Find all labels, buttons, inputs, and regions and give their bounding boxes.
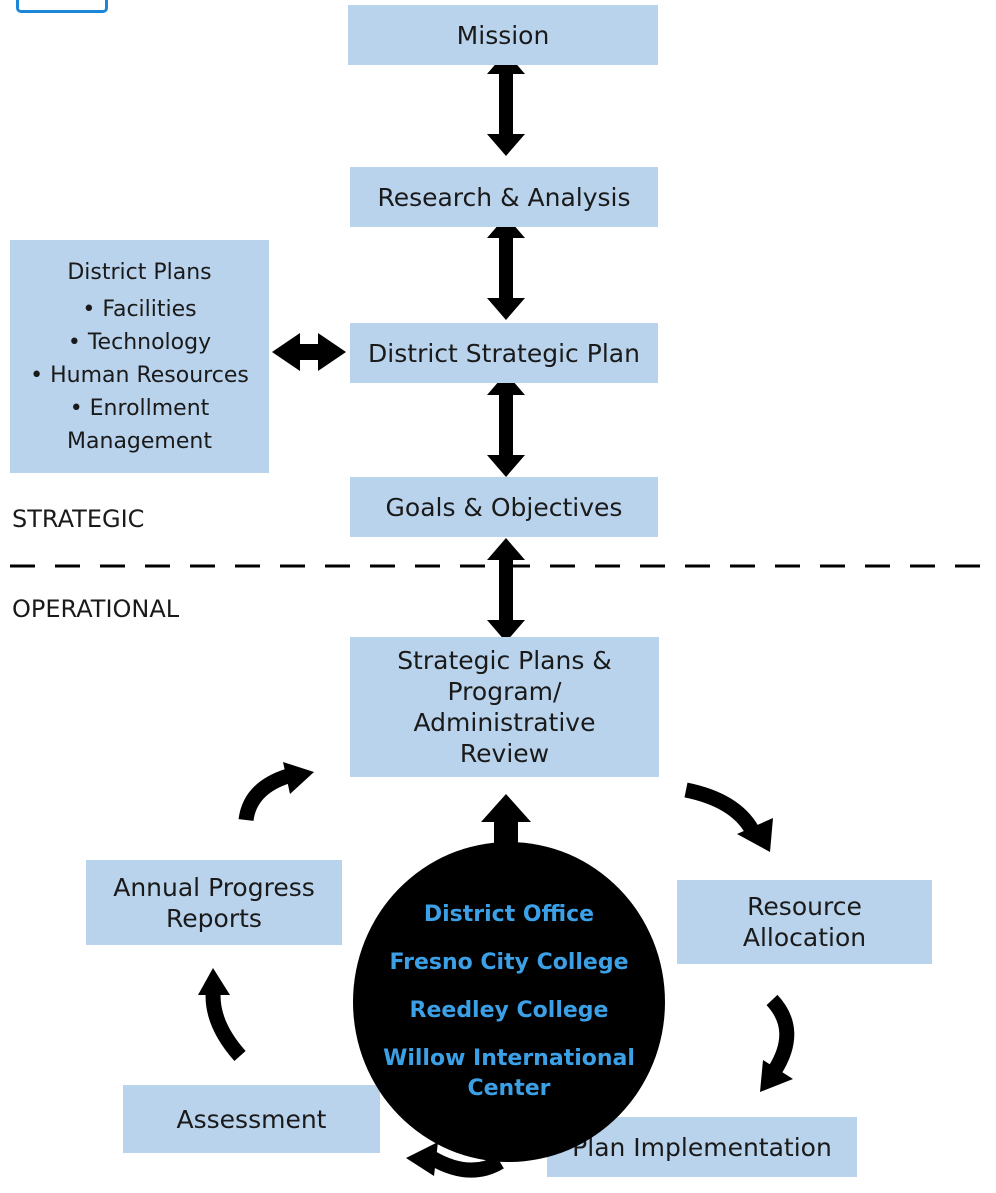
district-plans-item: • Technology (67, 329, 212, 355)
cycle-arrowhead-resource (737, 818, 773, 852)
cycle-arrowhead-review (283, 762, 314, 794)
plan-goals-arrow (487, 373, 525, 477)
review-line: Review (459, 739, 550, 768)
goals-label: Goals & Objectives (385, 492, 623, 522)
cycle-arrowhead-implementation (760, 1060, 793, 1092)
resource-line: Allocation (742, 923, 867, 952)
mission-box: Mission (348, 5, 658, 65)
district-plans-item: • Human Resources (30, 362, 249, 388)
review-line: Administrative (413, 708, 596, 737)
annual-progress-reports-box: Annual Progress Reports (86, 860, 342, 945)
strategic-section-label: STRATEGIC (12, 505, 145, 533)
assessment-box: Assessment (123, 1085, 380, 1153)
resource-line: Resource (747, 892, 862, 921)
progress-line: Reports (166, 903, 262, 933)
cycle-arrowhead-progress (198, 968, 230, 995)
district-plans-arrow (272, 333, 346, 371)
operational-section-label: OPERATIONAL (12, 595, 180, 623)
review-line: Strategic Plans & (397, 646, 612, 675)
research-plan-arrow (487, 216, 525, 320)
district-plans-title: District Plans (67, 259, 212, 285)
review-line: Program/ (447, 677, 562, 706)
assessment-label: Assessment (176, 1104, 327, 1134)
center-line: Center (467, 1076, 551, 1101)
center-line: Fresno City College (389, 950, 629, 975)
progress-line: Annual Progress (113, 872, 315, 902)
center-review-arrow (481, 794, 531, 850)
implementation-label: Plan Implementation (572, 1132, 832, 1162)
logo-fragment (16, 0, 108, 13)
goals-review-arrow (487, 538, 525, 642)
district-plans-box: District Plans • Facilities • Technology… (10, 240, 269, 473)
district-plans-item: Management (67, 428, 212, 454)
center-line: District Office (423, 902, 595, 927)
district-entities-circle: District Office Fresno City College Reed… (353, 842, 665, 1162)
research-label: Research & Analysis (377, 182, 631, 212)
district-plans-item: • Facilities (82, 296, 197, 322)
resource-allocation-box: Resource Allocation (677, 880, 932, 964)
cycle-arrows (205, 768, 795, 1178)
strategic-plans-review-box: Strategic Plans & Program/ Administrativ… (350, 637, 659, 777)
center-line: Reedley College (409, 998, 609, 1023)
cycle-arrowhead-assessment (406, 1142, 438, 1176)
center-line: Willow International (383, 1046, 635, 1071)
mission-label: Mission (456, 20, 550, 50)
goals-objectives-box: Goals & Objectives (350, 477, 658, 537)
mission-research-arrow (487, 52, 525, 156)
research-analysis-box: Research & Analysis (350, 167, 658, 227)
district-plans-item: • Enrollment (69, 395, 210, 421)
district-strategic-plan-label: District Strategic Plan (368, 338, 640, 368)
district-strategic-plan-box: District Strategic Plan (350, 323, 658, 383)
